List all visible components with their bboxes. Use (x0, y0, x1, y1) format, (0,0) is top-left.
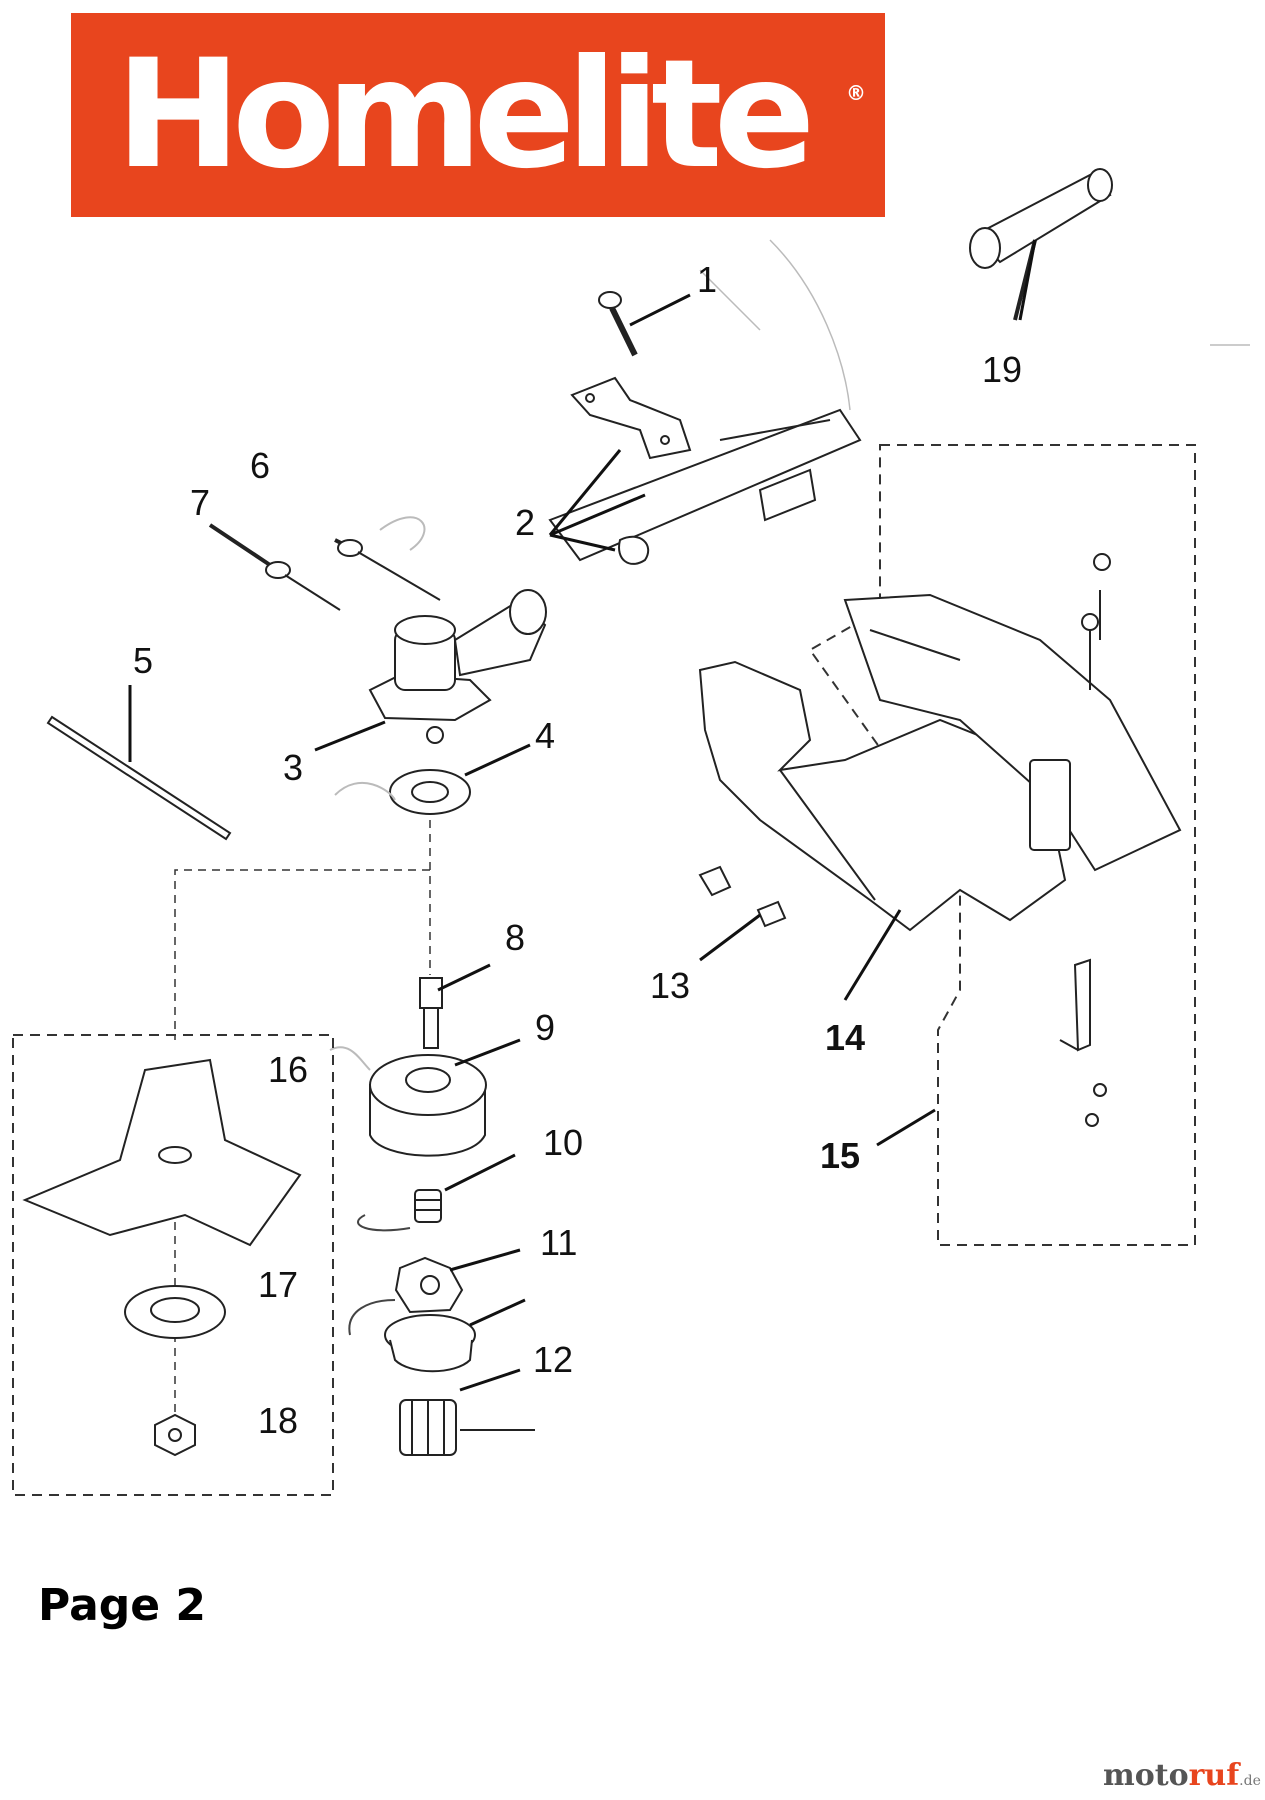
callout-labels: 1 2 3 4 5 6 7 8 9 10 11 12 13 14 15 16 1… (133, 259, 1022, 1441)
callout-19: 19 (982, 349, 1022, 390)
spool-part (348, 1256, 464, 1336)
washer-part (124, 1285, 226, 1339)
page-label: Page 2 (38, 1580, 207, 1631)
gear-head (368, 589, 547, 744)
guard-kit-group (808, 444, 1196, 1246)
callout-16: 16 (268, 1049, 308, 1090)
callout-10: 10 (543, 1122, 583, 1163)
callout-8: 8 (505, 917, 525, 958)
callout-12: 12 (533, 1339, 573, 1380)
clip-part (698, 865, 787, 928)
callout-1: 1 (697, 259, 717, 300)
watermark-part1: moto (1103, 1758, 1189, 1793)
watermark: motoruf.de (1103, 1758, 1261, 1793)
debris-guard (698, 553, 1182, 932)
blade-part (22, 1058, 302, 1247)
callout-9: 9 (535, 1007, 555, 1048)
screw-part (598, 291, 638, 357)
callout-5: 5 (133, 640, 153, 681)
clamp-part (570, 376, 692, 565)
shaft-housing-outline (699, 239, 1250, 411)
callout-leaders (128, 239, 1037, 1392)
callout-4: 4 (535, 715, 555, 756)
bump-knob (384, 1314, 535, 1456)
spring-part (357, 1189, 442, 1232)
watermark-suffix: .de (1239, 1773, 1261, 1789)
callout-14: 14 (825, 1017, 865, 1058)
callout-18: 18 (258, 1400, 298, 1441)
callout-15: 15 (820, 1135, 860, 1176)
callout-17: 17 (258, 1264, 298, 1305)
arbor-part (419, 977, 443, 1049)
brand-name: Homelite (115, 28, 816, 202)
registered-mark: ® (846, 81, 866, 105)
brand-logo: Homelite ® (71, 13, 885, 217)
bearing-part (334, 769, 471, 815)
blade-kit-group (12, 1034, 334, 1496)
callout-11: 11 (540, 1222, 577, 1263)
trimmer-head-housing (329, 1046, 487, 1157)
callout-2: 2 (515, 502, 535, 543)
guard-bracket (1059, 958, 1107, 1127)
callout-3: 3 (283, 747, 303, 788)
drive-shaft-tube (548, 408, 862, 562)
tool-rod (46, 715, 232, 841)
nut-part (154, 1413, 196, 1457)
callout-7: 7 (190, 482, 210, 523)
gearhead-screws (208, 516, 441, 611)
watermark-part2: ruf (1188, 1758, 1240, 1793)
callout-13: 13 (650, 965, 690, 1006)
callout-6: 6 (250, 445, 270, 486)
handle-part (969, 168, 1113, 321)
